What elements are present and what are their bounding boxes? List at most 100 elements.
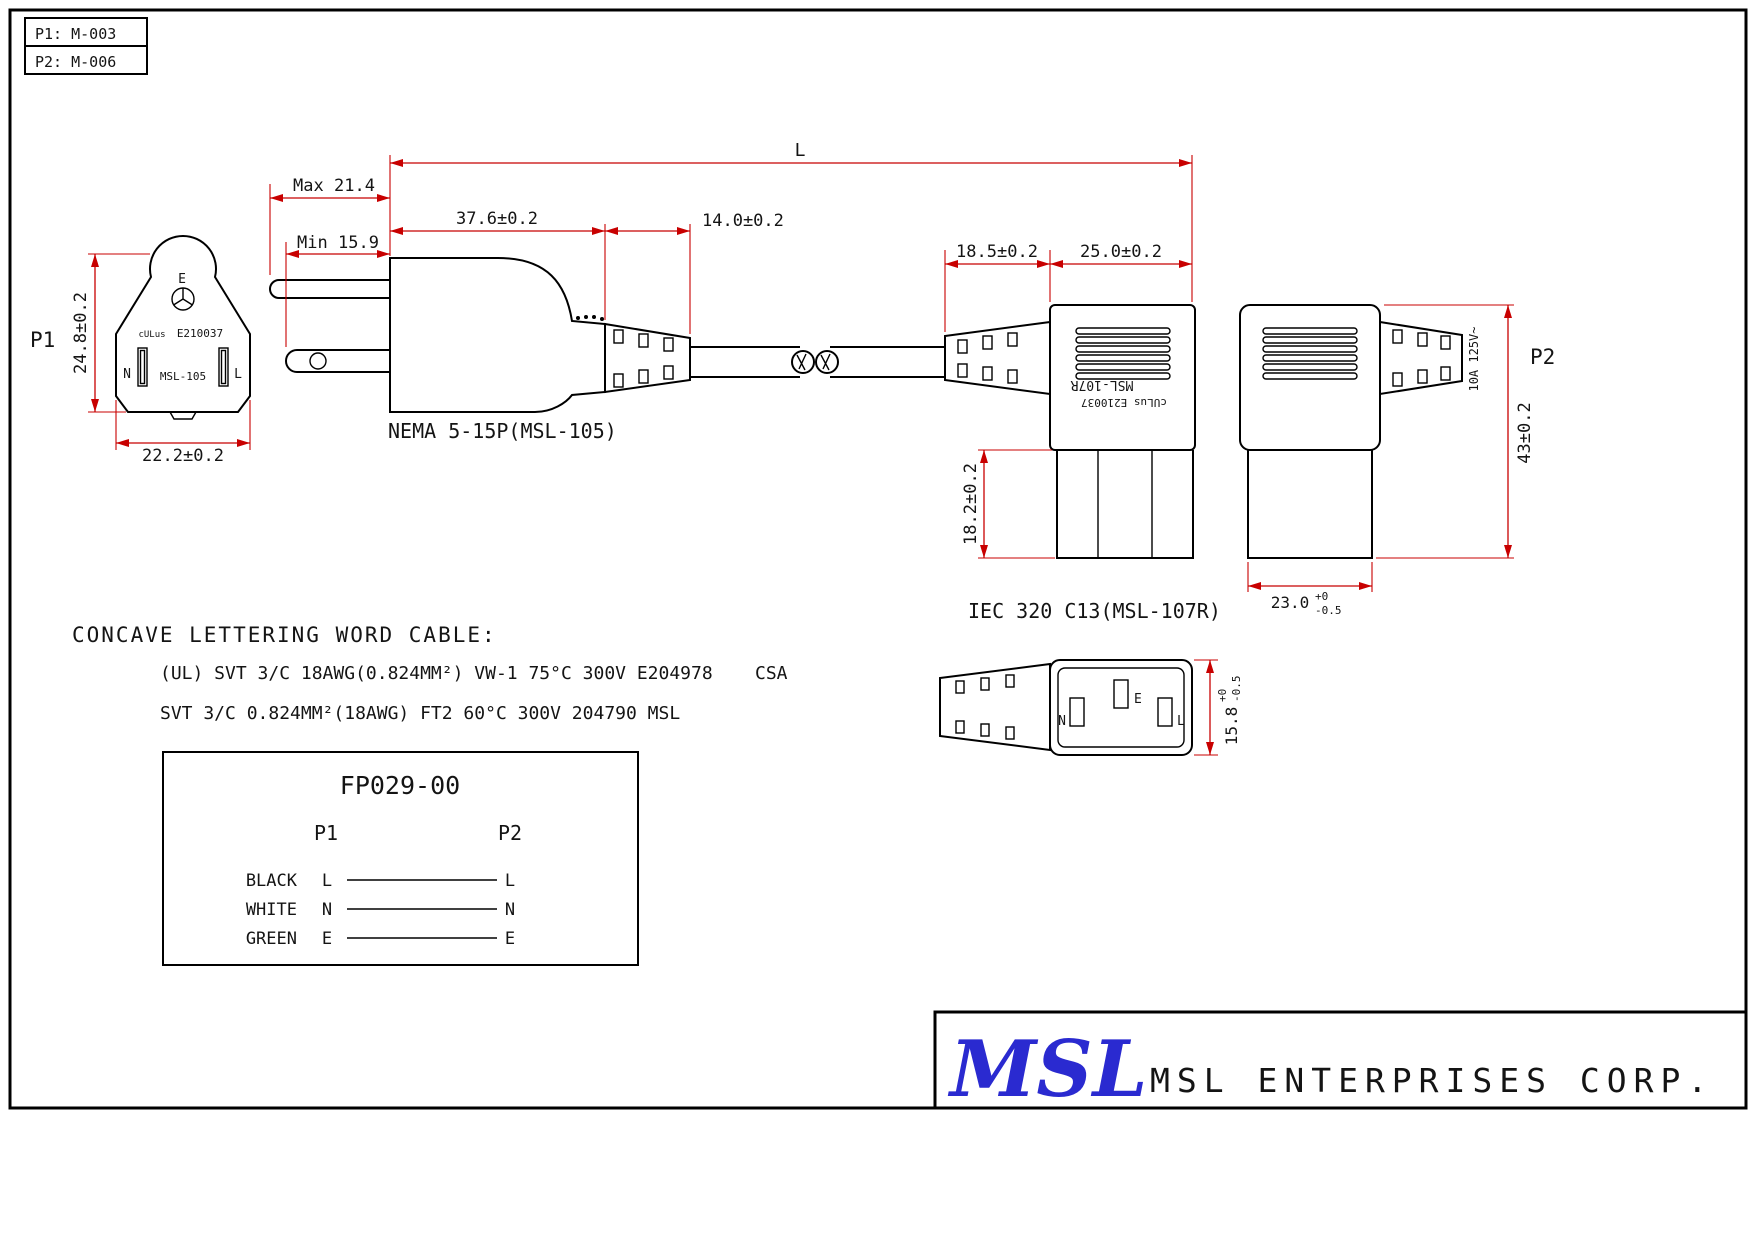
wire-from: L — [322, 871, 332, 891]
iec-face-n-label: N — [1058, 714, 1066, 729]
revision-ref-table: P1: M-003 P2: M-006 — [24, 17, 148, 75]
nema-plug-face-view: E cULus E210037 N MSL-105 L — [115, 234, 251, 420]
dim-iec-depth: 23.0 — [1271, 593, 1310, 612]
neutral-blade-slot — [137, 347, 148, 387]
iec-rear-strain-relief — [1379, 320, 1463, 396]
dim-iec-face-minus: -0.5 — [1230, 676, 1243, 703]
mold-dots — [576, 315, 604, 321]
wire-to: E — [505, 929, 515, 949]
iec-neutral-slot — [1069, 697, 1085, 727]
dim-max-blade: Max 21.4 — [293, 176, 375, 196]
wiring-row-green: GREEN E E — [246, 929, 515, 949]
wire-from: N — [322, 900, 332, 920]
wire-to: L — [505, 871, 515, 891]
wire-color: GREEN — [246, 929, 297, 949]
iec-rating-marking: 10A 125V~ — [1467, 326, 1481, 391]
plug-strain-relief — [604, 322, 691, 394]
iec-earth-slot — [1113, 679, 1129, 709]
dim-plug-strain: 14.0±0.2 — [702, 211, 784, 231]
ul-file-number: E210037 — [177, 327, 223, 340]
ref-p2: P2: M-006 — [35, 53, 116, 71]
wiring-header-p2: P2 — [498, 821, 522, 845]
wire-color: BLACK — [246, 871, 298, 891]
wire-color: WHITE — [246, 900, 297, 920]
iec-face-l-label: L — [1177, 714, 1185, 729]
dim-iec-height: 43±0.2 — [1515, 402, 1535, 463]
dim-iec-face-plus: +0 — [1216, 689, 1229, 702]
wiring-row-white: WHITE N N — [246, 900, 515, 920]
ul-mark: cULus — [138, 330, 165, 340]
wiring-diagram: FP029-00 P1 P2 BLACK L L WHITE N N GREEN… — [162, 751, 639, 966]
cable-note-line1: (UL) SVT 3/C 18AWG(0.824MM²) VW-1 75°C 3… — [160, 663, 713, 684]
wiring-header-p1: P1 — [314, 821, 338, 845]
cable-note-title: CONCAVE LETTERING WORD CABLE: — [72, 623, 497, 647]
blade-hole — [309, 352, 327, 370]
iec-face-view: E N L IEC 320 C13(MSL-107R) — [939, 599, 1221, 756]
iec-body — [1049, 304, 1196, 451]
iec-rear-view: 10A 125V~ — [1239, 304, 1481, 559]
dim-face-width: 22.2±0.2 — [142, 446, 224, 466]
cable-note-line2: SVT 3/C 0.824MM²(18AWG) FT2 60°C 300V 20… — [160, 703, 680, 724]
label-p2: P2 — [1530, 345, 1555, 369]
ground-pin — [171, 287, 195, 311]
svg-text:10A 125V~: 10A 125V~ — [1467, 326, 1481, 391]
dim-iec-leg: 18.2±0.2 — [961, 463, 981, 545]
plug-face-model: MSL-105 — [160, 370, 206, 383]
iec-side-view: MSL-107R cULus E210037 — [944, 304, 1196, 559]
iec-face-inner — [1057, 667, 1185, 748]
dim-iec-face: 15.8 — [1222, 707, 1241, 746]
iec-rear-vent-slats — [1262, 327, 1358, 380]
dimensions: L Max 21.4 Min 15.9 37.6±0.2 14.0±0.2 24… — [71, 140, 1535, 756]
nema-plug-side-view: NEMA 5-15P(MSL-105) — [269, 257, 691, 443]
iec-line-slot — [1157, 697, 1173, 727]
iec-face-e-label: E — [1134, 692, 1142, 707]
plug-face-ground-label: E — [178, 272, 186, 287]
part-number: FP029-00 — [340, 771, 460, 800]
cable-note: CONCAVE LETTERING WORD CABLE: (UL) SVT 3… — [72, 623, 788, 724]
company-name: MSL ENTERPRISES CORP. — [1150, 1061, 1714, 1100]
iec-vent-slats — [1075, 327, 1171, 380]
iec-strain-relief — [944, 320, 1051, 396]
wiring-box — [162, 751, 639, 966]
title-block: MSL MSL ENTERPRISES CORP. — [933, 1010, 1748, 1115]
dim-iec-depth-plus: +0 — [1315, 590, 1328, 603]
dim-min-blade: Min 15.9 — [297, 233, 379, 253]
dim-plug-body: 37.6±0.2 — [456, 209, 538, 229]
dim-iec-depth-group: 23.0 +0 -0.5 — [1271, 590, 1342, 617]
lower-blade — [285, 349, 390, 373]
upper-blade — [269, 279, 390, 299]
title-block-frame — [933, 1010, 1748, 1110]
wire-to: N — [505, 900, 515, 920]
wiring-row-black: BLACK L L — [246, 871, 515, 891]
svg-text:cULus E210037: cULus E210037 — [1081, 396, 1167, 409]
dim-iec-depth-minus: -0.5 — [1315, 604, 1342, 617]
cable-break-symbol — [791, 350, 839, 374]
plug-face-n-label: N — [123, 367, 131, 382]
wire-from: E — [322, 929, 332, 949]
iec-rear-body — [1239, 304, 1381, 451]
plug-body — [389, 257, 606, 413]
plug-face-l-label: L — [234, 367, 242, 382]
dim-overall-length: L — [795, 140, 806, 161]
dim-iec-strain: 18.5±0.2 — [956, 242, 1038, 262]
iec-ul-marking: cULus E210037 — [1081, 396, 1167, 409]
iec-rear-leg — [1247, 450, 1373, 559]
iec-connector-leg — [1056, 450, 1194, 559]
label-p1: P1 — [30, 328, 55, 352]
dim-face-height: 24.8±0.2 — [71, 292, 91, 374]
iec-caption: IEC 320 C13(MSL-107R) — [968, 599, 1221, 623]
iec-model-marking: MSL-107R — [1071, 377, 1134, 392]
svg-text:MSL-107R: MSL-107R — [1071, 377, 1134, 392]
cable-note-csa: CSA — [755, 663, 788, 684]
line-blade-slot — [218, 347, 229, 387]
dim-iec-face-group: 15.8 +0 -0.5 — [1216, 676, 1243, 746]
nema-caption: NEMA 5-15P(MSL-105) — [388, 419, 617, 443]
plug-face-outline — [115, 234, 251, 413]
dim-iec-body: 25.0±0.2 — [1080, 242, 1162, 262]
cable — [690, 346, 946, 378]
drawing-frame — [8, 8, 1748, 1110]
company-logo: MSL — [947, 1024, 1148, 1115]
iec-face-strain-relief — [939, 662, 1051, 752]
